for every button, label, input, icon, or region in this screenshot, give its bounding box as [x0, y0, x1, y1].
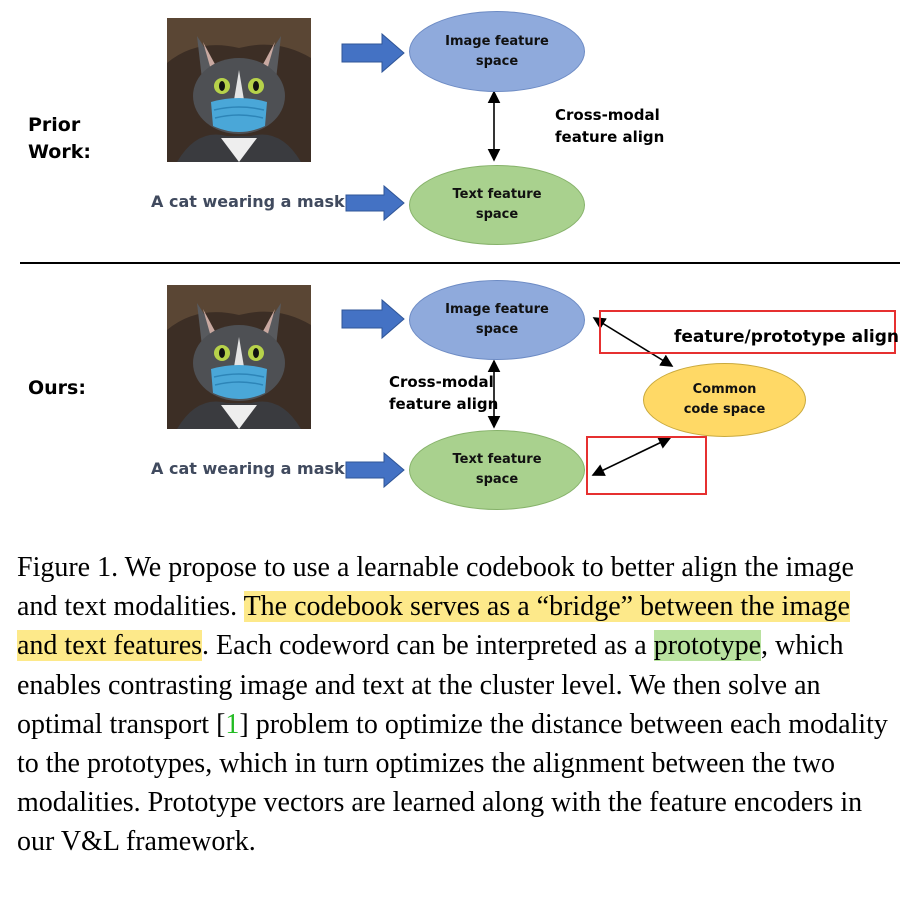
image-feature-space: Image feature space [409, 280, 585, 360]
caption-text: . Each codeword can be interpreted as a [202, 630, 654, 662]
divider [20, 262, 900, 264]
figure-caption: Figure 1. We propose to use a learnable … [17, 548, 889, 862]
figure-diagram: Prior Work: Image feature space Cross-mo… [20, 11, 900, 510]
cat-image [167, 285, 311, 429]
highlight-box [586, 436, 707, 495]
block-arrow [345, 451, 405, 489]
input-sentence: A cat wearing a mask [151, 459, 345, 478]
block-arrow [341, 32, 405, 74]
text-feature-space: Text feature space [409, 165, 585, 245]
caption-text: , which enables contrasting image and te… [17, 630, 844, 740]
prototype-align-arrow [591, 437, 672, 476]
cat-image [167, 18, 311, 162]
block-arrow [341, 298, 405, 340]
caption-text: ] problem to optimize the distance betwe… [17, 708, 888, 858]
cross-modal-align-label: Cross-modal feature align [555, 106, 665, 146]
caption-highlight-prototype: prototype [653, 630, 762, 662]
diagram-arrows [341, 32, 674, 489]
input-sentence: A cat wearing a mask [151, 192, 345, 211]
block-arrow [345, 184, 405, 222]
prototype-align-arrow [592, 317, 674, 367]
common-code-space: Common code space [643, 363, 806, 437]
highlight-box [599, 310, 896, 354]
prototype-align-label: feature/prototype align [674, 327, 900, 347]
citation-link[interactable]: 1 [225, 708, 240, 740]
prior-work-label: Prior Work: [28, 114, 91, 163]
text-feature-space: Text feature space [409, 430, 585, 510]
image-feature-space: Image feature space [409, 11, 585, 92]
cross-modal-align-label: Cross-modal feature align [389, 373, 499, 413]
caption-text: Figure 1. We propose to use a learnable … [17, 552, 854, 623]
ours-label: Ours: [28, 377, 86, 399]
